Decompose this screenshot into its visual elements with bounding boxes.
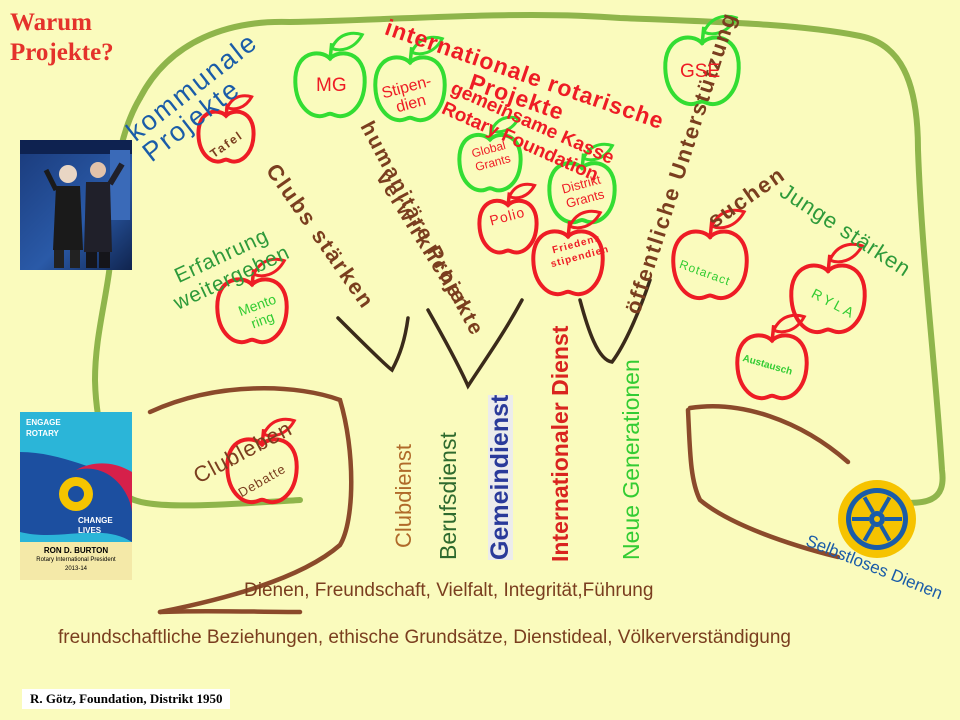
service-gemeindienst: Gemeindienst [486, 394, 514, 560]
branch-stroke-2 [426, 298, 524, 390]
service-clubdienst: Clubdienst [391, 444, 416, 548]
tree-trunk-left [147, 386, 354, 615]
service-berufsdienst: Berufsdienst [435, 432, 461, 560]
poster-line-4: LIVES [78, 526, 102, 535]
apple-distrikt-grants-icon [547, 142, 617, 225]
poster-line-1: ENGAGE [26, 418, 61, 427]
apple-tafel-icon [196, 94, 256, 164]
emblem-spoke [862, 496, 875, 514]
poster-line-2: ROTARY [26, 429, 59, 438]
tree-canopy-outline [137, 11, 946, 506]
poster-line-3: CHANGE [78, 516, 113, 525]
poster-years: 2013-14 [64, 566, 88, 572]
apple-mentoring-icon [215, 257, 289, 345]
poster-art [20, 452, 132, 580]
tree-trunk-right [685, 407, 841, 560]
poster-role: Rotary International President [36, 557, 116, 563]
branch-stroke-3 [578, 278, 652, 364]
apple-label-gse: GSE [680, 61, 721, 82]
apple-friedens-icon [531, 209, 605, 297]
photo-people-icon [20, 140, 132, 268]
rotary-theme-poster: ENGAGE ROTARY CHANGE LIVES RON D. BURTON… [20, 412, 132, 580]
service-international: Internationaler Dienst [547, 325, 573, 562]
apple-rotaract-icon [671, 208, 749, 301]
page-title-line-2: Projekte? [10, 39, 114, 66]
emblem-spoke [862, 524, 875, 542]
apple-austausch-icon [735, 313, 809, 401]
apple-global-grants-icon [457, 115, 523, 193]
poster-name: RON D. BURTON [43, 546, 109, 555]
emblem-spoke [879, 524, 892, 542]
presidents-photo [20, 140, 132, 270]
apple-gse-icon [663, 14, 741, 107]
apple-ryla-icon [789, 242, 867, 335]
branch-stroke-1 [336, 316, 410, 373]
apple-debatte-icon [225, 417, 299, 505]
page-title: Warum Projekte? [10, 8, 114, 68]
rotary-emblem-icon [838, 480, 916, 558]
apple-stipendien-icon [373, 35, 447, 123]
service-neue-generationen: Neue Generationen [618, 359, 644, 560]
roots-text: freundschaftliche Beziehungen, ethische … [58, 627, 792, 648]
emblem-spoke [879, 496, 892, 514]
page-title-line-1: Warum [10, 9, 92, 36]
trunk-values: Dienen, Freundschaft, Vielfalt, Integrit… [244, 580, 654, 601]
footer-credit: R. Götz, Foundation, Distrikt 1950 [22, 689, 231, 709]
tree-trunk-right-2 [687, 404, 851, 465]
root-line [157, 608, 303, 615]
apple-label-mg: MG [316, 75, 347, 96]
apple-mg-icon [293, 31, 367, 119]
apple-polio-icon [477, 182, 539, 255]
